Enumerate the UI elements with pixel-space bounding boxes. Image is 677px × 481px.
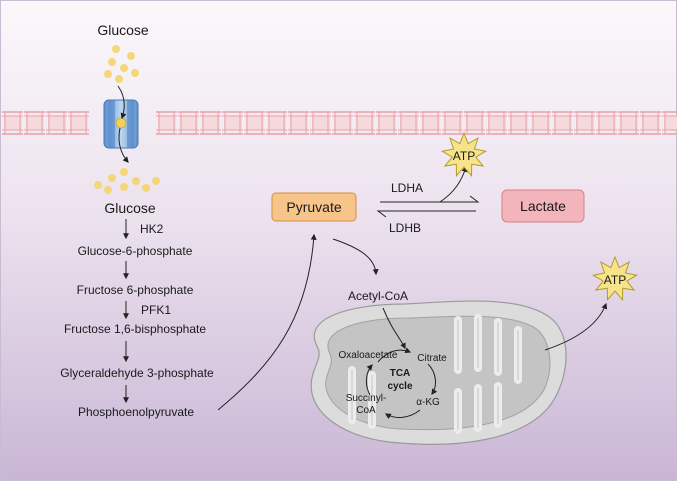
- arrow-acetylcoa-into-tca: [382, 307, 406, 350]
- tca-cycle-arrows: [365, 347, 438, 420]
- cell-membrane: [2, 111, 677, 135]
- oxaloacetate-label: Oxaloacetate: [339, 350, 398, 361]
- inside-glucose-molecules: [94, 168, 160, 194]
- membrane-segment: [222, 111, 243, 135]
- membrane-segment: [420, 111, 441, 135]
- akg-label: α-KG: [416, 397, 440, 408]
- lactate-label: Lactate: [520, 198, 566, 214]
- membrane-segment: [266, 111, 287, 135]
- membrane-segment: [552, 111, 573, 135]
- pyruvate-label: Pyruvate: [286, 199, 341, 215]
- membrane-segment: [244, 111, 265, 135]
- membrane-segment: [46, 111, 67, 135]
- arrow-to-atp-top: [439, 165, 468, 203]
- ldh-reaction-arrows: [376, 195, 480, 218]
- membrane-segment: [332, 111, 353, 135]
- uptake-arrow-out: [118, 127, 129, 163]
- membrane-segment: [574, 111, 595, 135]
- arrow-pyruvate-to-acetylcoa: [332, 238, 379, 276]
- atp-right-label: ATP: [604, 273, 626, 287]
- mitochondrion: [310, 300, 567, 445]
- succinyl-coa-label-line2: CoA: [356, 405, 376, 416]
- succinyl-coa-label-line1: Succinyl-: [346, 393, 387, 404]
- membrane-segment: [398, 111, 419, 135]
- membrane-segment: [442, 111, 463, 135]
- membrane-segment: [508, 111, 529, 135]
- outside-glucose-molecules: [104, 45, 139, 83]
- f16bp-label: Fructose 1,6-bisphosphate: [64, 322, 206, 336]
- membrane-segment: [288, 111, 309, 135]
- membrane-segment: [486, 111, 507, 135]
- atp-star-top: [440, 131, 488, 178]
- membrane-segment: [530, 111, 551, 135]
- membrane-segment: [24, 111, 45, 135]
- membrane-segment: [640, 111, 661, 135]
- membrane-segment: [376, 111, 397, 135]
- lactate-box: [501, 189, 585, 223]
- ldhb-enzyme: LDHB: [389, 221, 421, 235]
- pyruvate-box: [271, 192, 357, 222]
- glucose-label: Glucose: [104, 200, 156, 216]
- citrate-label: Citrate: [417, 353, 447, 364]
- membrane-segment: [178, 111, 199, 135]
- membrane-segment: [68, 111, 89, 135]
- ldha-enzyme: LDHA: [391, 181, 423, 195]
- membrane-segment: [156, 111, 177, 135]
- f6p-label: Fructose 6-phosphate: [77, 283, 194, 297]
- membrane-segment: [662, 111, 677, 135]
- membrane-segment: [618, 111, 639, 135]
- membrane-segment: [464, 111, 485, 135]
- uptake-arrow-in: [117, 85, 127, 120]
- membrane-segment: [310, 111, 331, 135]
- pep-label: Phosphoenolpyruvate: [78, 405, 194, 419]
- arrow-pep-to-pyruvate: [217, 233, 317, 411]
- membrane-segment: [354, 111, 375, 135]
- g6p-label: Glucose-6-phosphate: [78, 244, 193, 258]
- outside-glucose-label: Glucose: [97, 22, 149, 38]
- tca-label-line1: TCA: [390, 368, 411, 379]
- membrane-segment: [200, 111, 221, 135]
- atp-star-right: [591, 255, 639, 302]
- pfk1-enzyme: PFK1: [141, 303, 171, 317]
- hk2-enzyme: HK2: [140, 222, 164, 236]
- g3p-label: Glyceraldehyde 3-phosphate: [60, 366, 214, 380]
- glucose-transporter: [103, 99, 139, 149]
- arrow-to-atp-right: [544, 302, 608, 351]
- membrane-segment: [596, 111, 617, 135]
- acetyl-coa-label: Acetyl-CoA: [348, 289, 408, 303]
- tca-label-line2: cycle: [387, 381, 412, 392]
- atp-top-label: ATP: [453, 149, 475, 163]
- membrane-segment: [2, 111, 23, 135]
